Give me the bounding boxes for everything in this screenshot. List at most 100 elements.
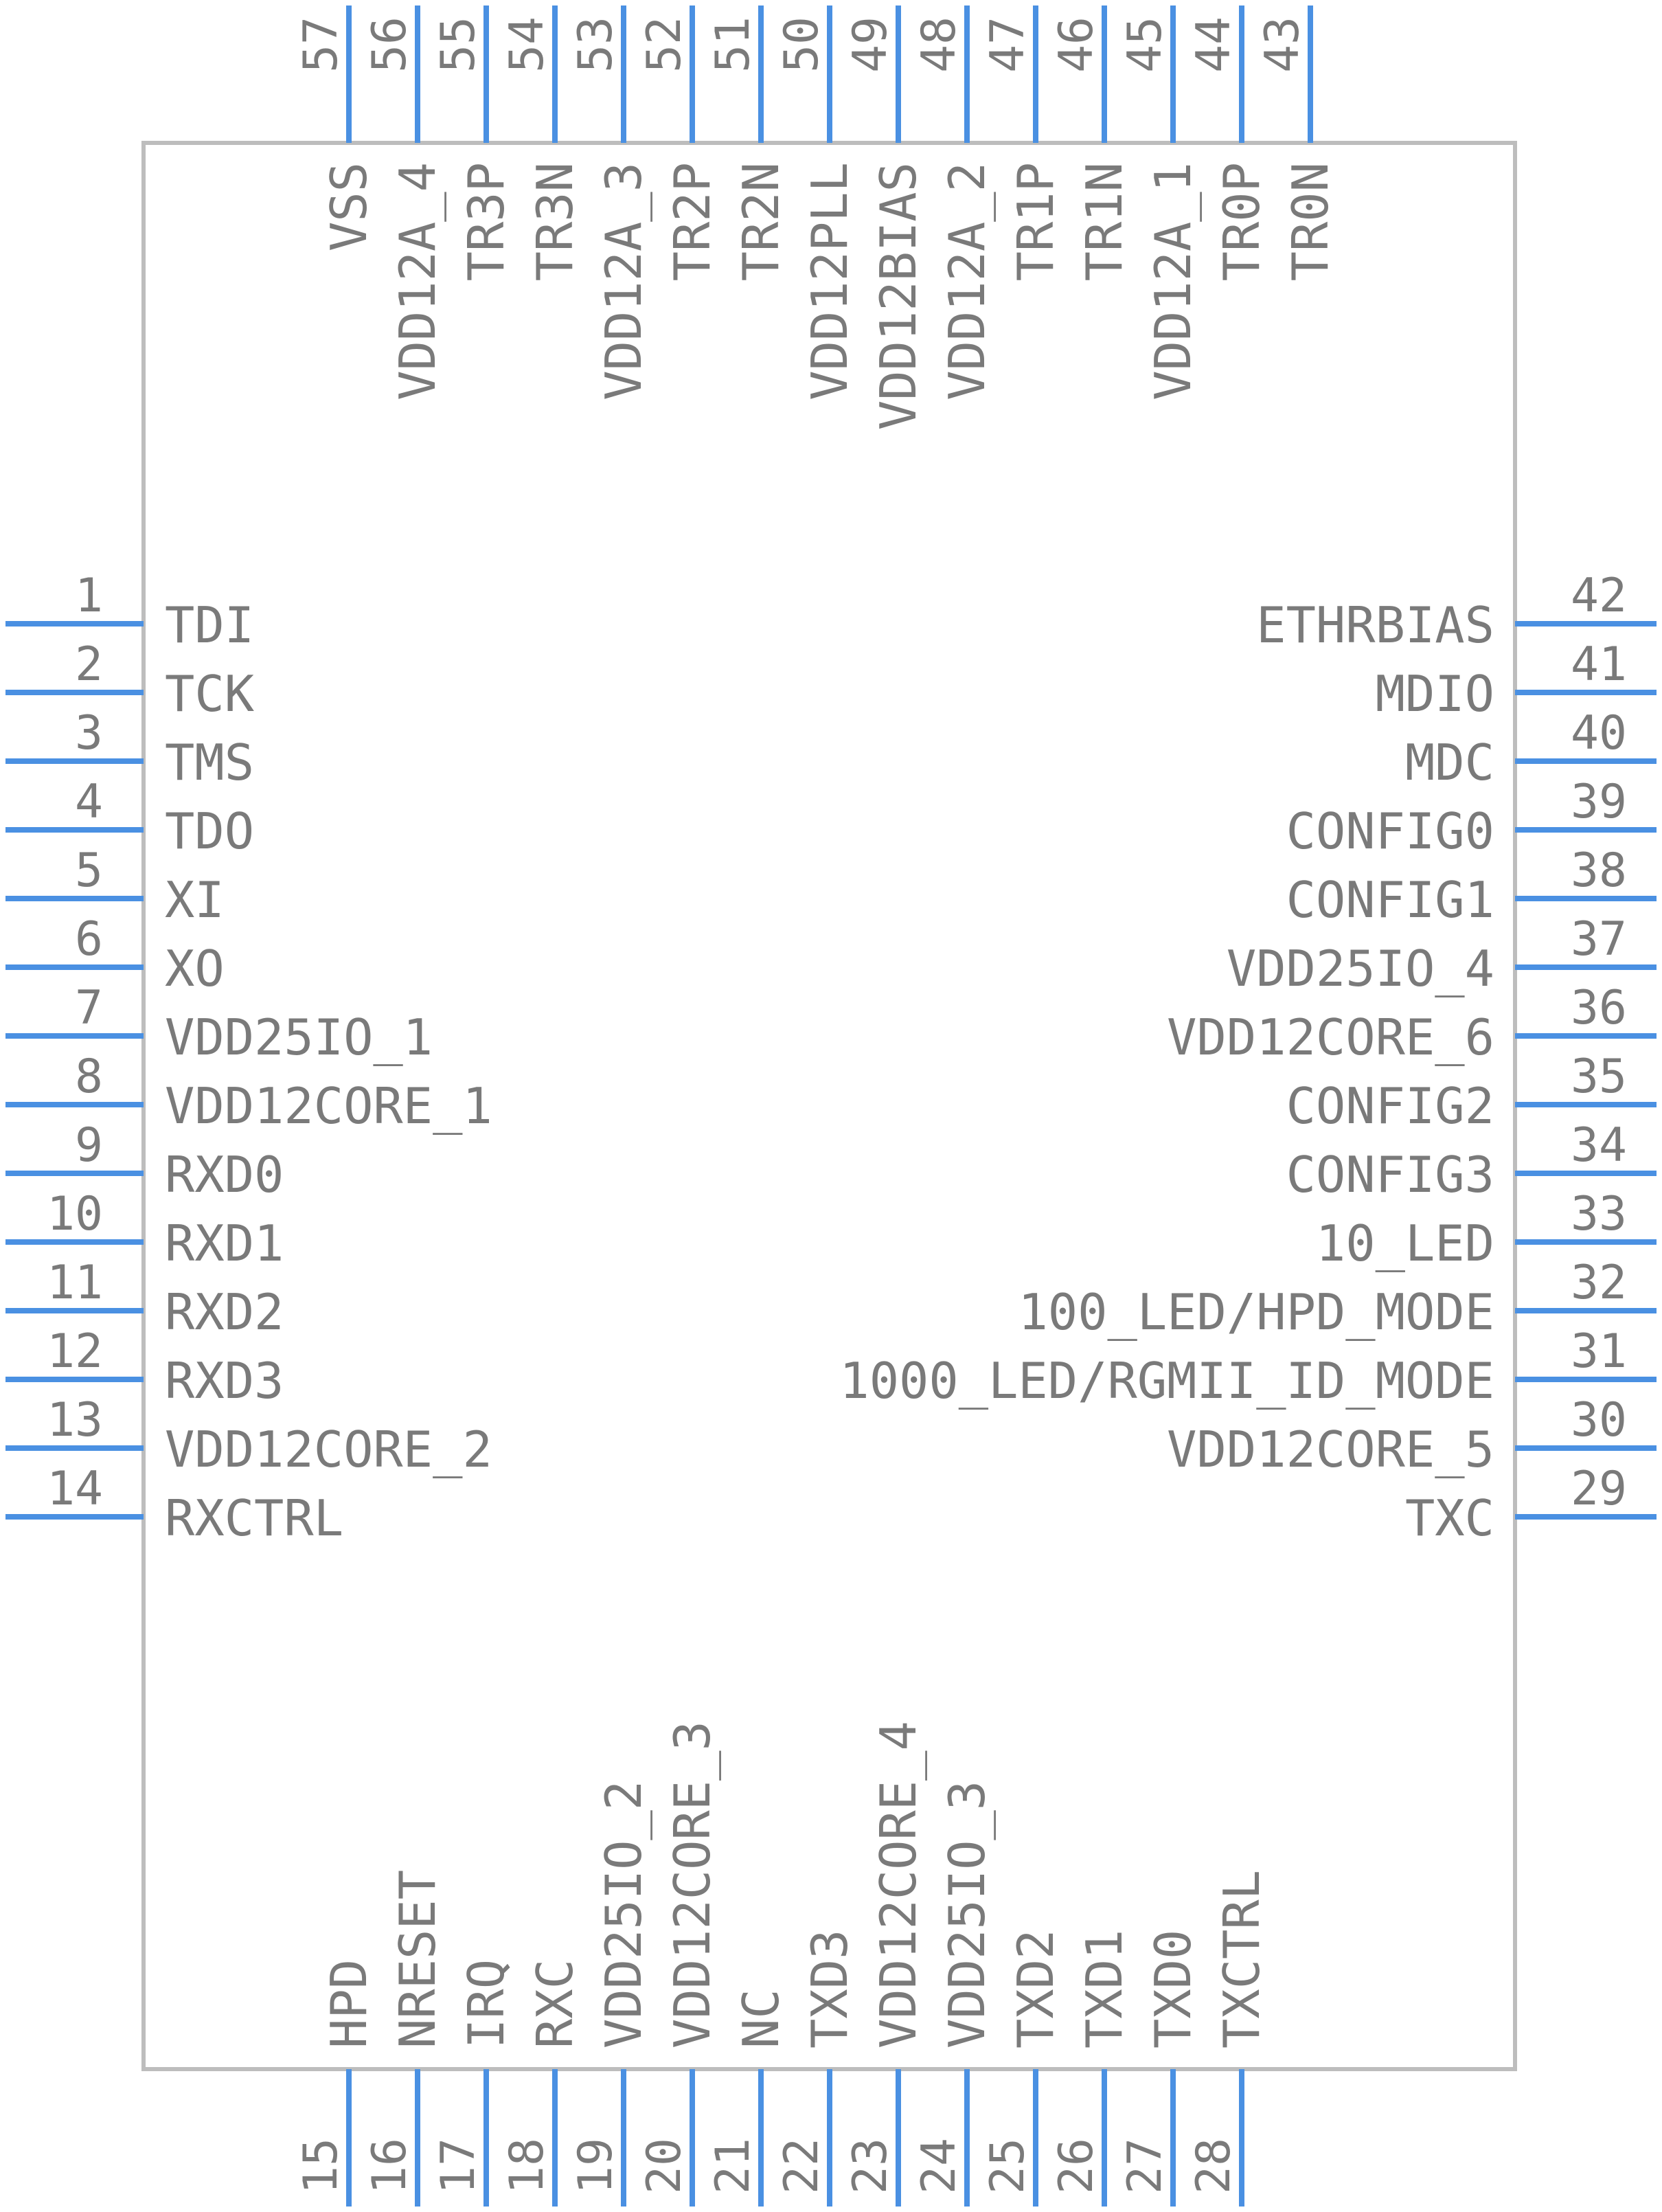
pin-15: 15 HPD bbox=[294, 1959, 378, 2207]
pin-number: 57 bbox=[294, 16, 348, 73]
pin-number: 48 bbox=[912, 16, 966, 73]
pin-number: 53 bbox=[569, 16, 623, 73]
pin-label: TR1P bbox=[1007, 162, 1065, 281]
pin-label: TR0P bbox=[1213, 162, 1271, 281]
pin-number: 11 bbox=[47, 1256, 103, 1310]
top-pin-group: 57VSS56VDD12A_455TR3P54TR3N53VDD12A_352T… bbox=[294, 5, 1339, 430]
pin-label: XI bbox=[165, 871, 225, 929]
pin-label: TXCTRL bbox=[1213, 1870, 1271, 2049]
pin-number: 15 bbox=[294, 2138, 348, 2194]
pin-label: TCK bbox=[165, 665, 255, 723]
pin-label: TR2N bbox=[732, 162, 790, 281]
pin-number: 13 bbox=[47, 1393, 103, 1447]
pin-label: VSS bbox=[320, 162, 378, 251]
pin-number: 8 bbox=[75, 1050, 103, 1104]
pin-label: TXD3 bbox=[801, 1930, 858, 2049]
pin-number: 49 bbox=[843, 16, 898, 73]
pin-number: 41 bbox=[1571, 637, 1627, 692]
pin-label: TXD0 bbox=[1144, 1930, 1202, 2049]
pin-number: 26 bbox=[1049, 2138, 1104, 2194]
pin-number: 29 bbox=[1571, 1462, 1627, 1516]
pin-number: 14 bbox=[47, 1462, 103, 1516]
pin-number: 32 bbox=[1571, 1256, 1627, 1310]
pin-number: 21 bbox=[706, 2138, 760, 2194]
pin-number: 4 bbox=[75, 775, 103, 829]
pin-label: RXC bbox=[526, 1959, 584, 2049]
pin-18: 18 RXC bbox=[500, 1959, 584, 2207]
pin-label: VDD12PLL bbox=[801, 162, 858, 400]
pin-label: CONFIG1 bbox=[1286, 871, 1494, 929]
pin-label: VDD12A_2 bbox=[938, 162, 996, 400]
pin-number: 36 bbox=[1571, 981, 1627, 1035]
pin-label: 10_LED bbox=[1316, 1215, 1494, 1272]
pin-number: 45 bbox=[1118, 16, 1172, 73]
pin-label: VDD25IO_2 bbox=[595, 1781, 652, 2049]
pin-number: 2 bbox=[75, 637, 103, 692]
pin-number: 18 bbox=[500, 2138, 554, 2194]
pin-label: VDD12CORE_1 bbox=[165, 1077, 492, 1135]
pin-label: MDC bbox=[1405, 734, 1494, 791]
pin-number: 31 bbox=[1571, 1324, 1627, 1379]
pin-label: 100_LED/HPD_MODE bbox=[1018, 1283, 1494, 1341]
left-pin-group: 1TDI2TCK3TMS4TDO5XI6XO7VDD25IO_18VDD12CO… bbox=[5, 569, 492, 1547]
pin-label: HPD bbox=[320, 1959, 378, 2049]
pin-number: 44 bbox=[1187, 16, 1241, 73]
pin-21: 21 NC bbox=[706, 1989, 790, 2207]
pin-label: RXD0 bbox=[165, 1146, 284, 1204]
right-pin-group: 42ETHRBIAS41MDIO40MDC39CONFIG038CONFIG13… bbox=[839, 569, 1657, 1547]
pin-label: VDD12CORE_4 bbox=[869, 1721, 927, 2049]
pin-number: 52 bbox=[637, 16, 692, 73]
pin-number: 22 bbox=[775, 2138, 829, 2194]
pin-number: 35 bbox=[1571, 1050, 1627, 1104]
pin-label: VDD12CORE_5 bbox=[1167, 1421, 1494, 1478]
pin-number: 37 bbox=[1571, 912, 1627, 967]
pin-number: 17 bbox=[431, 2138, 486, 2194]
pin-label: IRQ bbox=[457, 1959, 515, 2049]
pin-label: RXD2 bbox=[165, 1283, 284, 1341]
pin-number: 10 bbox=[47, 1187, 103, 1241]
pin-22: 22 TXD3 bbox=[775, 1930, 858, 2207]
pin-number: 40 bbox=[1571, 706, 1627, 760]
pin-label: TR3N bbox=[526, 162, 584, 281]
pin-label: ETHRBIAS bbox=[1256, 596, 1494, 654]
pin-number: 24 bbox=[912, 2138, 966, 2194]
pin-number: 33 bbox=[1571, 1187, 1627, 1241]
pin-label: VDD12A_1 bbox=[1144, 162, 1202, 400]
pin-5: 5XI bbox=[5, 844, 225, 929]
pin-label: TXC bbox=[1405, 1489, 1494, 1547]
pin-number: 39 bbox=[1571, 775, 1627, 829]
pin-number: 6 bbox=[75, 912, 103, 967]
pin-label: NC bbox=[732, 1989, 790, 2049]
pin-17: 17 IRQ bbox=[431, 1959, 515, 2207]
pin-label: MDIO bbox=[1376, 665, 1494, 723]
pin-number: 54 bbox=[500, 16, 554, 73]
pin-number: 16 bbox=[363, 2138, 417, 2194]
